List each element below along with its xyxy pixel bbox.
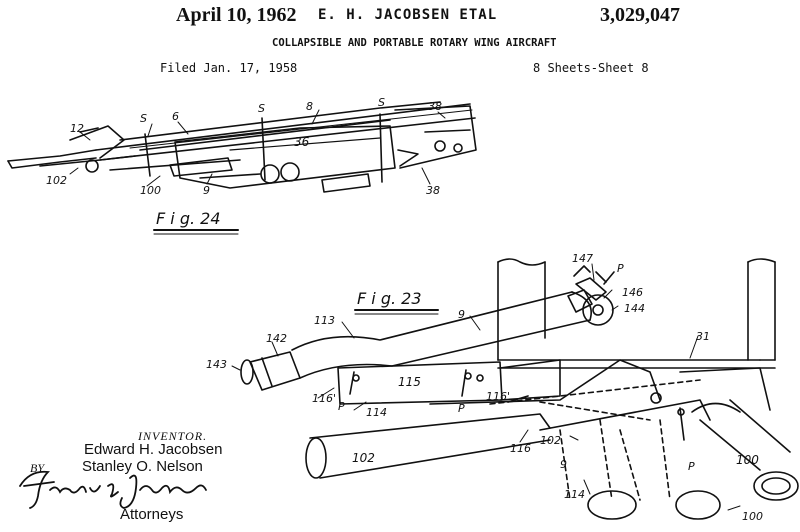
inventor-header: E. H. JACOBSEN ETAL: [318, 7, 498, 23]
fig23-label-100-bottom: 100: [742, 510, 763, 523]
attorney-signature: [19, 470, 207, 509]
fig24-label-s3: S: [378, 96, 385, 109]
fig23-label-116: 116: [510, 442, 531, 455]
fig24-label-38-bottom: 38: [426, 184, 440, 197]
inventor-name-1: Edward H. Jacobsen: [84, 441, 223, 458]
fig24-drawing: [7, 101, 477, 235]
fig23-label-147: 147: [572, 252, 593, 265]
patent-number: 3,029,047: [600, 4, 680, 26]
fig23-label-100-tube: 100: [736, 453, 759, 467]
fig23-label-9-bottom: 9: [560, 458, 567, 471]
fig23-label-113: 113: [314, 314, 335, 327]
sheet-number: 8 Sheets-Sheet 8: [533, 61, 649, 75]
attorneys-label: Attorneys: [120, 506, 184, 523]
fig24-label-9: 9: [203, 184, 210, 197]
fig23-label-p-mid: P: [458, 402, 465, 415]
fig23-label-116prime-left: 116': [312, 392, 336, 405]
fig24-label-38-top: 38: [428, 100, 442, 113]
fig24-label-102: 102: [46, 174, 67, 187]
fig23-label-114-top: 114: [366, 406, 387, 419]
fig24-label-s1: S: [140, 112, 147, 125]
fig23-label-115: 115: [398, 375, 421, 389]
patent-date: April 10, 1962: [176, 4, 297, 26]
patent-title: COLLAPSIBLE AND PORTABLE ROTARY WING AIR…: [272, 37, 557, 49]
fig24-label-s2: S: [258, 102, 265, 115]
fig23-label-p-left: P: [338, 400, 345, 413]
fig24-caption: F i g. 24: [156, 209, 221, 228]
filed-date: Filed Jan. 17, 1958: [160, 61, 298, 75]
fig23-label-114-bottom: 114: [564, 488, 585, 501]
fig24-label-100: 100: [140, 184, 161, 197]
fig23-label-116prime-right: 116': [486, 390, 510, 403]
inventor-name-2: Stanley O. Nelson: [82, 458, 203, 475]
by-label: BY: [30, 461, 45, 475]
fig23-drawing: [231, 258, 799, 520]
fig24-label-6: 6: [172, 110, 179, 123]
fig24-label-8: 8: [306, 100, 313, 113]
fig24-label-36: 36: [294, 135, 310, 149]
fig23-caption: F i g. 23: [357, 289, 422, 308]
fig23-label-144: 144: [624, 302, 645, 315]
fig23-label-102-tube: 102: [352, 451, 375, 465]
fig23-label-p-top: P: [617, 262, 624, 275]
fig23-label-p-right: P: [688, 460, 695, 473]
fig23-label-102-dashed: 102: [540, 434, 561, 447]
fig23-label-142: 142: [266, 332, 287, 345]
fig23-label-9-top: 9: [458, 308, 465, 321]
fig24-label-12: 12: [70, 122, 84, 135]
fig23-label-31: 31: [696, 330, 710, 343]
inventor-label: INVENTOR.: [138, 429, 208, 443]
fig23-label-143: 143: [206, 358, 227, 371]
fig23-label-146: 146: [622, 286, 643, 299]
